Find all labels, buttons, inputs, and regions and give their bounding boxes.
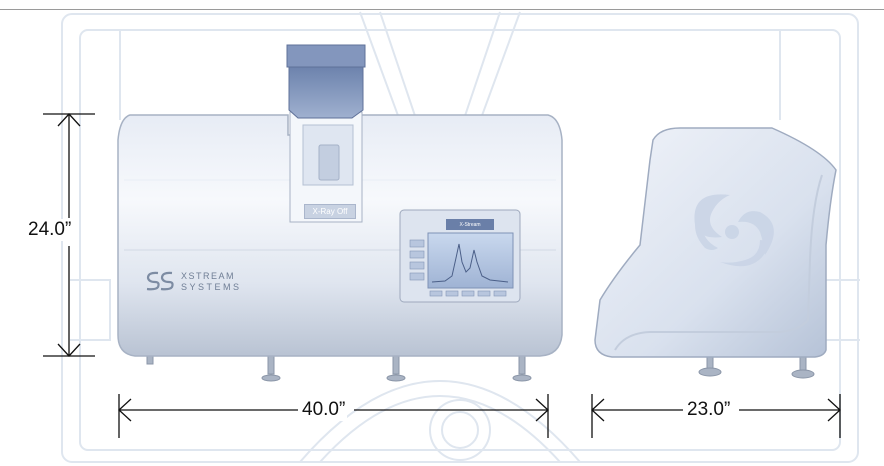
brand-name-line2: SYSTEMS [181,282,242,292]
xstream-logo-icon [146,271,174,291]
top-rule [0,9,884,10]
side-unit-logo [694,194,774,267]
hopper [288,66,364,119]
xray-status-label: X-Ray Off [304,204,356,219]
side-unit [594,127,837,358]
height-dimension-label: 24.0” [26,219,74,241]
spectrum-plot [431,243,509,283]
brand-name-line1: XSTREAM [181,271,236,281]
touchscreen-title: X-Stream [459,222,481,228]
instrument-feet [146,351,815,382]
touchscreen-display [427,232,514,289]
width-dimension-label: 40.0” [300,399,348,421]
depth-dimension-label: 23.0” [685,399,733,421]
